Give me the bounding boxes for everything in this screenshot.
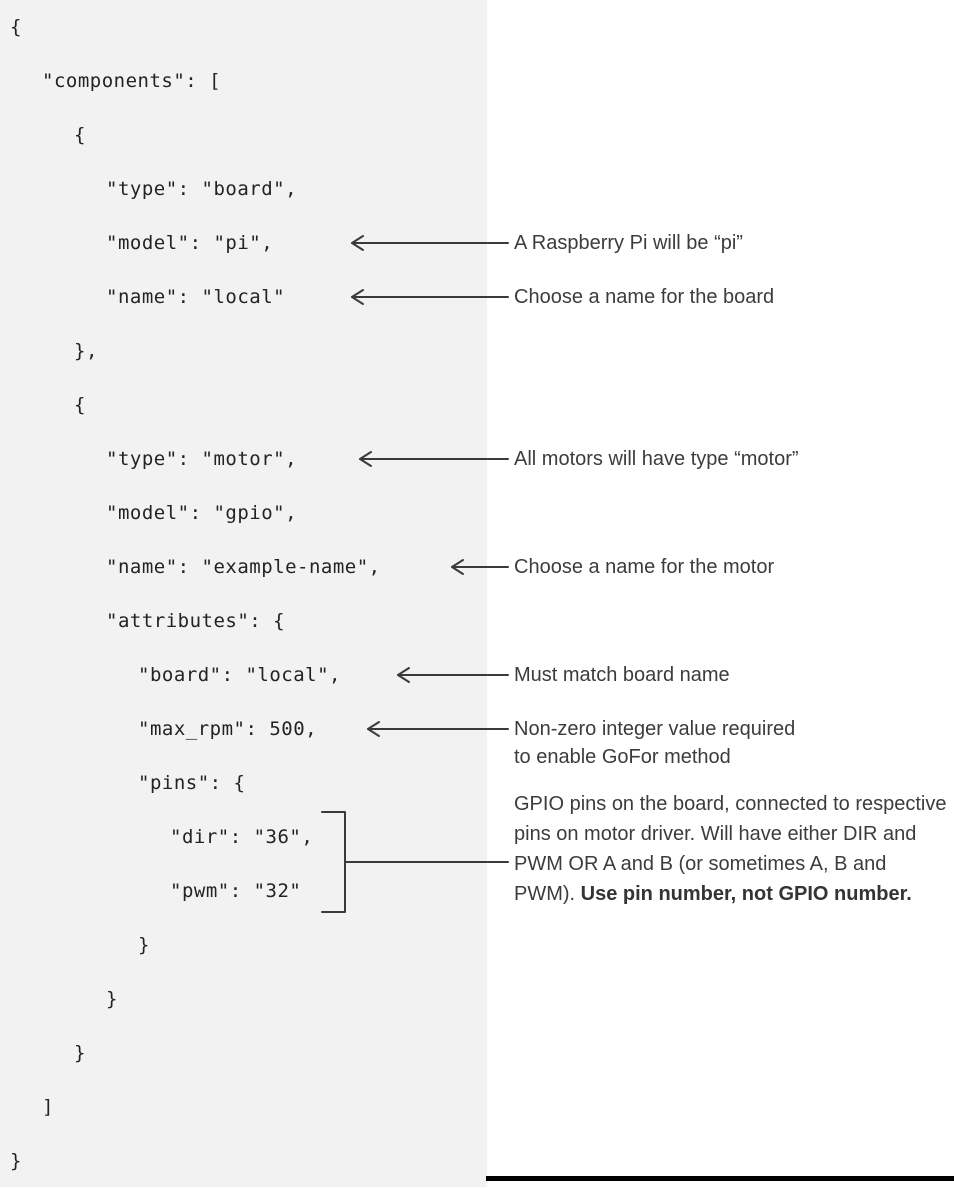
- code-line: }: [106, 988, 118, 1010]
- json-code-block: { "components": [ { "type": "board", "mo…: [10, 16, 381, 1172]
- code-line: "name": "example-name",: [106, 556, 381, 578]
- code-line: "type": "board",: [106, 178, 298, 200]
- annotation-board-name: Choose a name for the board: [514, 286, 775, 308]
- bottom-border-line: [486, 1176, 954, 1181]
- code-line: },: [74, 340, 98, 362]
- annotation-text: GPIO pins on the board, connected to res…: [514, 793, 947, 905]
- code-line: "model": "pi",: [106, 232, 274, 254]
- code-line: {: [74, 394, 86, 416]
- code-line: "board": "local",: [138, 664, 341, 686]
- annotation-line: Non-zero integer value required: [514, 718, 796, 740]
- code-line: "model": "gpio",: [106, 502, 298, 524]
- code-line: }: [74, 1042, 86, 1064]
- code-line: "max_rpm": 500,: [138, 718, 318, 740]
- code-line: "components": [: [42, 70, 222, 92]
- code-line: {: [10, 16, 22, 38]
- code-line: "pins": {: [138, 772, 246, 794]
- annotation-pins: GPIO pins on the board, connected to res…: [514, 789, 952, 909]
- annotation-bold-text: Use pin number, not GPIO number.: [580, 883, 912, 905]
- annotation-max-rpm: Non-zero integer value required to enabl…: [514, 715, 795, 771]
- annotation-model-pi: A Raspberry Pi will be “pi”: [514, 232, 743, 254]
- code-line: "attributes": {: [106, 610, 286, 632]
- annotation-line: to enable GoFor method: [514, 746, 731, 768]
- annotation-board-match: Must match board name: [514, 664, 730, 686]
- code-line: }: [138, 934, 150, 956]
- code-line: {: [74, 124, 86, 146]
- code-panel-background: [0, 0, 487, 1187]
- code-line: "type": "motor",: [106, 448, 298, 470]
- annotation-motor-type: All motors will have type “motor”: [514, 448, 799, 470]
- code-line: "name": "local": [106, 286, 286, 308]
- code-line: "pwm": "32": [170, 880, 302, 902]
- code-line: ]: [42, 1096, 54, 1118]
- annotation-motor-name: Choose a name for the motor: [514, 556, 775, 578]
- code-line: "dir": "36",: [170, 826, 314, 848]
- code-line: }: [10, 1150, 22, 1172]
